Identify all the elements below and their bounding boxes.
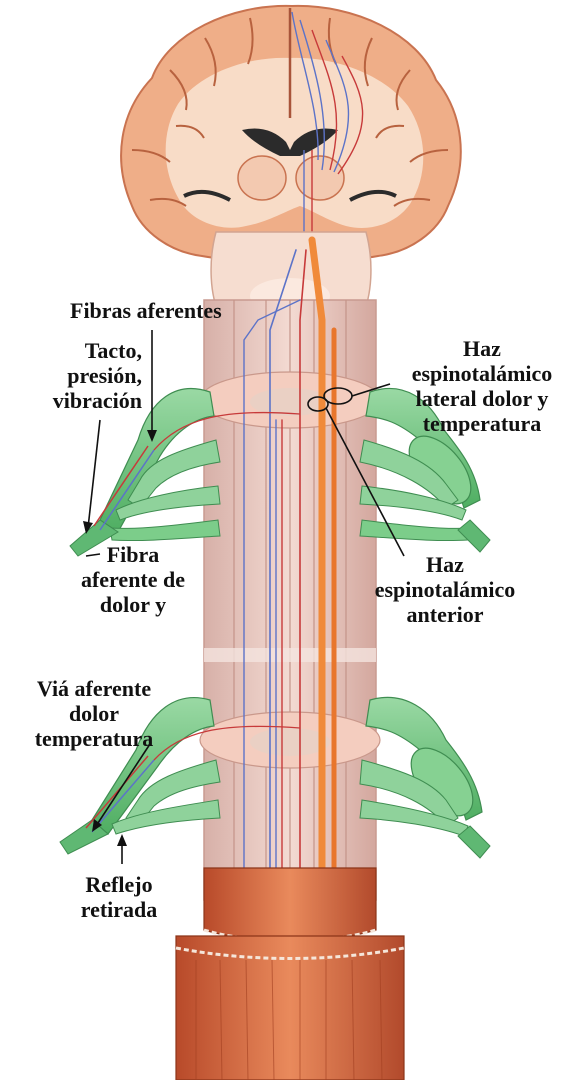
label-reflejo-retirada: Reflejo retirada <box>64 872 174 922</box>
label-fibra-aferente-dolor: Fibra aferente de dolor y <box>60 542 206 617</box>
label-tacto-presion-vibracion: Tacto, presión, vibración <box>10 338 142 413</box>
label-fibras-aferentes: Fibras aferentes <box>70 298 222 323</box>
brain-section <box>121 6 461 258</box>
cord-segment-gap <box>204 648 376 662</box>
label-haz-espinotalamico-lateral: Haz espinotalámico lateral dolor y tempe… <box>390 336 574 436</box>
pointer-tacto <box>88 420 100 528</box>
thalamus-right <box>296 156 344 200</box>
lower-right-spinal-nerve <box>360 697 490 858</box>
thalamus-left <box>238 156 286 200</box>
grey-matter-lower <box>250 728 330 756</box>
label-haz-espinotalamico-anterior: Haz espinotalámico anterior <box>350 552 540 627</box>
label-via-aferente-dolor-temperatura: Viá aferente dolor temperatura <box>8 676 180 751</box>
upper-muscle-cuff <box>204 868 376 941</box>
